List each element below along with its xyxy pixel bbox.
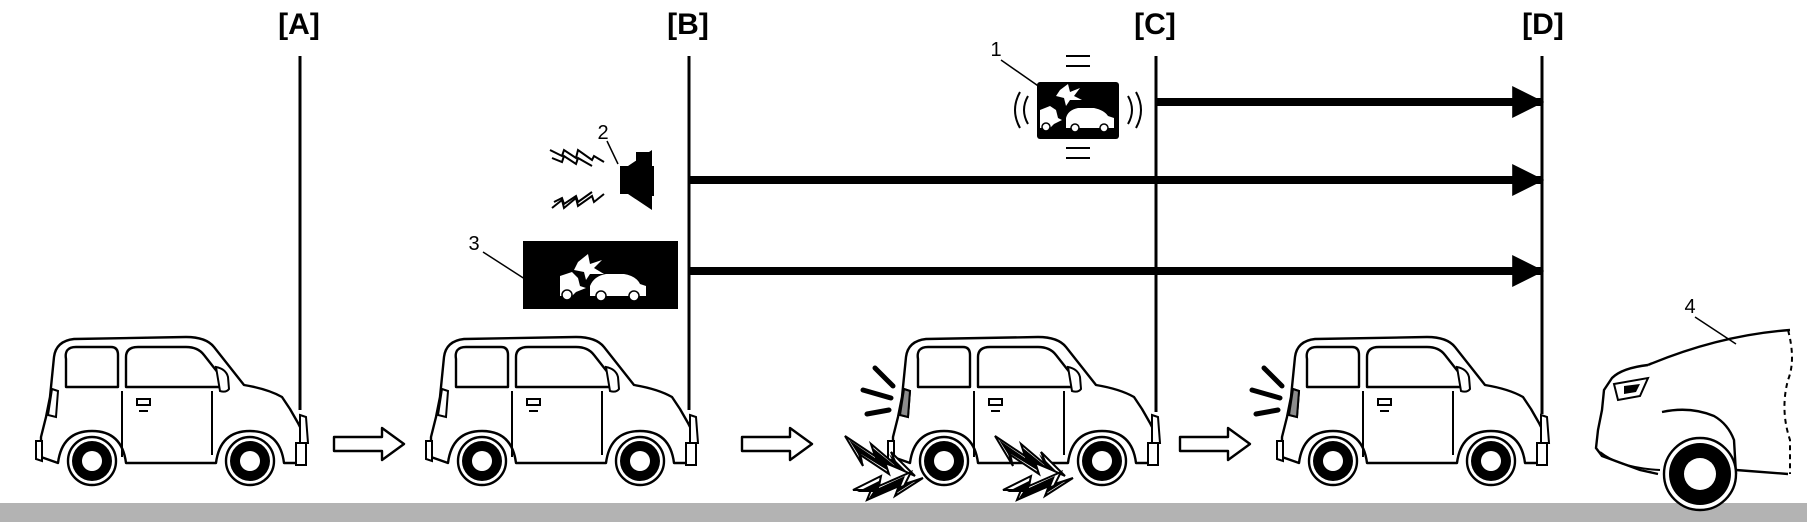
flash-rays-c — [863, 368, 893, 414]
car-stage-b — [424, 335, 700, 487]
brake-lamp-d — [1287, 387, 1301, 419]
stage-label-d: [D] — [1522, 8, 1564, 41]
vehicle-ahead — [1594, 328, 1793, 512]
warning-display-icon — [523, 241, 678, 309]
progress-arrow-3 — [1178, 426, 1252, 462]
callout-4-leader — [1694, 316, 1737, 345]
callout-2-leader — [606, 140, 619, 165]
brake-lamp-c — [898, 387, 912, 419]
progress-arrow-1 — [332, 426, 406, 462]
flashing-warning-display-icon — [1014, 55, 1142, 159]
callout-2-number: 2 — [597, 122, 608, 144]
ground — [0, 503, 1807, 522]
callout-1-number: 1 — [990, 39, 1001, 61]
callout-1-leader — [1000, 59, 1045, 91]
flash-rays-d — [1252, 368, 1282, 414]
callout-3-leader — [482, 251, 529, 282]
stage-label-c: [C] — [1134, 8, 1176, 41]
callout-4-number: 4 — [1684, 296, 1695, 318]
stage-label-b: [B] — [667, 8, 709, 41]
stage-label-a: [A] — [278, 8, 320, 41]
car-stage-a — [34, 335, 310, 487]
callout-3-number: 3 — [468, 233, 479, 255]
progress-arrow-2 — [740, 426, 814, 462]
car-stage-d — [1275, 335, 1551, 487]
buzzer-icon — [549, 148, 654, 210]
